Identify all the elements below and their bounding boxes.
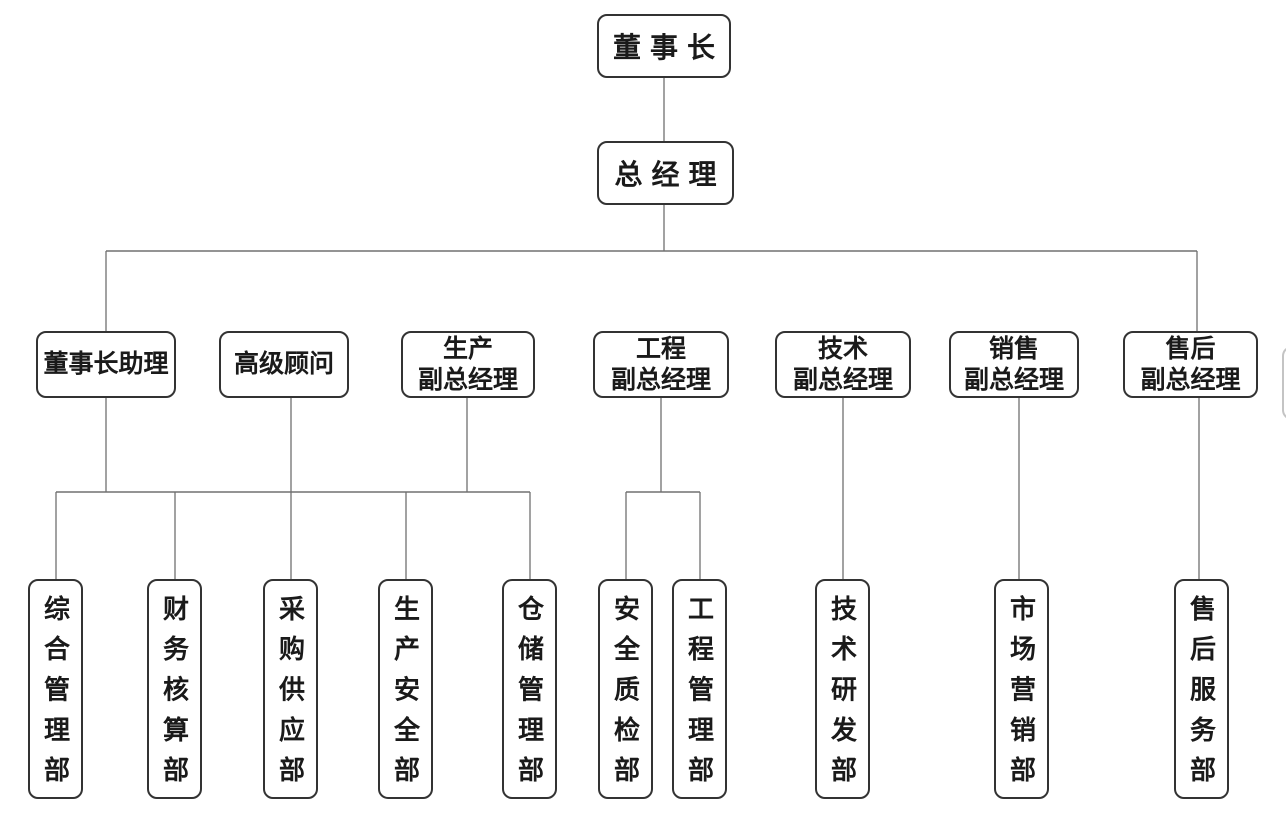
org-node-label: 董事长助理: [43, 350, 169, 378]
org-node-senior-advisor: 高级顾问: [219, 331, 349, 398]
org-node-chairman: 董事长: [597, 14, 731, 78]
org-node-label: 采购供应部: [275, 595, 306, 797]
org-node-dept-technology-rd: 技术研发部: [815, 579, 870, 799]
org-node-dept-financial-accounting: 财务核算部: [147, 579, 202, 799]
org-node-dept-engineering-management: 工程管理部: [672, 579, 727, 799]
org-node-label: 销售: [988, 334, 1039, 363]
org-node-label: 副总经理: [1140, 365, 1241, 394]
org-node-sales-deputy-gm: 销售 副总经理: [949, 331, 1079, 398]
org-node-dept-production-safety: 生产安全部: [378, 579, 433, 799]
org-node-label: 市场营销部: [1006, 595, 1037, 797]
org-node-label: 安全质检部: [610, 595, 641, 797]
org-node-general-manager: 总经理: [597, 141, 734, 205]
org-node-production-deputy-gm: 生产 副总经理: [401, 331, 535, 398]
org-node-dept-procurement-supply: 采购供应部: [263, 579, 318, 799]
org-node-technology-deputy-gm: 技术 副总经理: [775, 331, 911, 398]
org-node-label: 董事长: [613, 32, 724, 63]
org-node-label: 副总经理: [417, 365, 518, 394]
org-node-label: 生产: [442, 334, 493, 363]
org-node-label: 生产安全部: [390, 595, 421, 797]
org-node-label: 售后服务部: [1186, 595, 1217, 797]
org-node-label: 技术: [817, 334, 868, 363]
org-node-label: 副总经理: [610, 365, 711, 394]
org-node-label: 高级顾问: [233, 350, 334, 378]
org-node-dept-warehouse-management: 仓储管理部: [502, 579, 557, 799]
org-node-label: 技术研发部: [827, 595, 858, 797]
org-node-dept-marketing: 市场营销部: [994, 579, 1049, 799]
org-node-label: 总经理: [614, 159, 726, 190]
org-node-label: 工程: [635, 334, 686, 363]
org-node-label: 财务核算部: [159, 595, 190, 797]
clipped-box-right-edge: [1282, 346, 1286, 420]
org-node-engineering-deputy-gm: 工程 副总经理: [593, 331, 729, 398]
org-node-label: 工程管理部: [684, 595, 715, 797]
org-node-aftersales-deputy-gm: 售后 副总经理: [1123, 331, 1258, 398]
org-node-dept-aftersales-service: 售后服务部: [1174, 579, 1229, 799]
org-node-label: 副总经理: [963, 365, 1064, 394]
org-node-label: 综合管理部: [40, 595, 71, 797]
org-node-label: 仓储管理部: [514, 595, 545, 797]
org-node-dept-general-management: 综合管理部: [28, 579, 83, 799]
org-node-label: 售后: [1165, 334, 1216, 363]
org-node-label: 副总经理: [792, 365, 893, 394]
org-node-dept-safety-quality-inspection: 安全质检部: [598, 579, 653, 799]
org-node-chairman-assistant: 董事长助理: [36, 331, 176, 398]
